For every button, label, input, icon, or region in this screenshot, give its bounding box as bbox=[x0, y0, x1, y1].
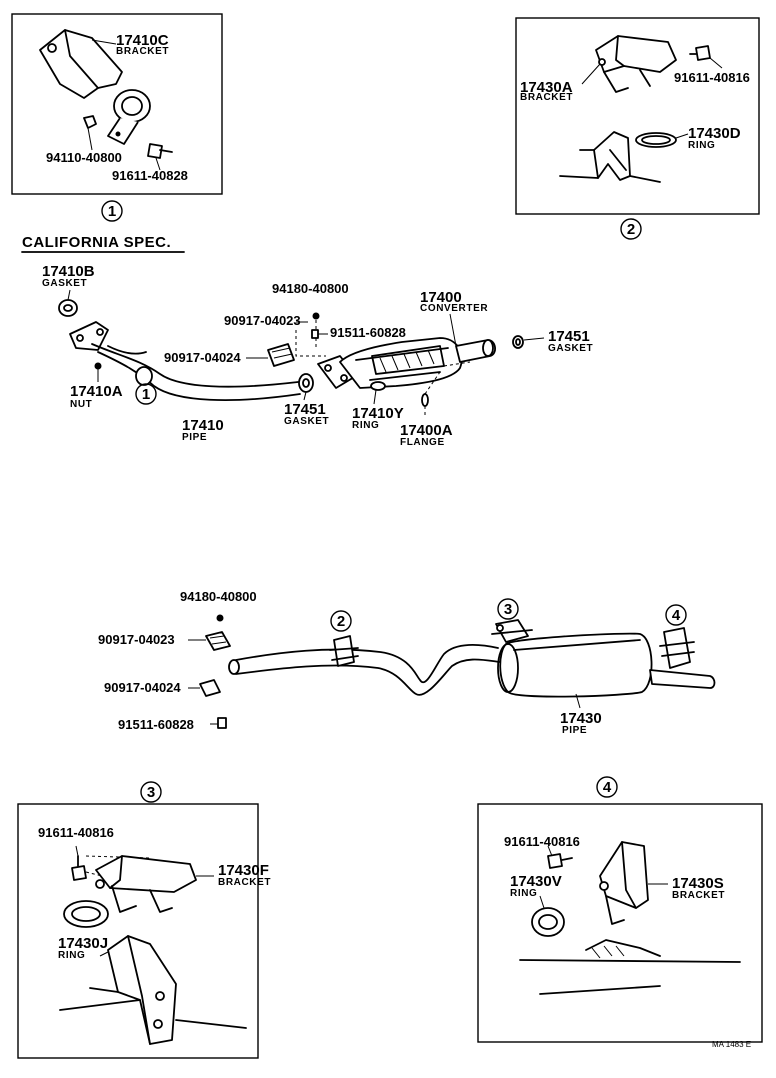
label-17430D-name: RING bbox=[688, 140, 715, 151]
label-17430S-number: 17430S bbox=[672, 875, 724, 892]
callout-4-main: 4 bbox=[665, 604, 687, 626]
label-17430D-number: 17430D bbox=[688, 125, 741, 142]
label-17430-name: PIPE bbox=[562, 725, 587, 736]
label-17400-name: CONVERTER bbox=[420, 303, 488, 314]
callout-4-box-text: 4 bbox=[603, 779, 612, 796]
label-17410A-number: 17410A bbox=[70, 383, 123, 400]
callout-3-main-text: 3 bbox=[504, 601, 512, 618]
label-17430J-number: 17430J bbox=[58, 935, 108, 952]
callout-4-main-text: 4 bbox=[672, 607, 681, 624]
front-pipe-assembly bbox=[58, 289, 545, 418]
detail-box-4 bbox=[477, 803, 763, 1043]
detail-box-3 bbox=[17, 803, 259, 1059]
callout-2-box-text: 2 bbox=[627, 221, 635, 238]
label-17400A-number: 17400A bbox=[400, 422, 453, 439]
label-17410-number: 17410 bbox=[182, 417, 224, 434]
label-91511-60828-bottom: 91511-60828 bbox=[118, 717, 194, 732]
label-94110-40800: 94110-40800 bbox=[46, 150, 122, 165]
label-91611-40828: 91611-40828 bbox=[112, 168, 188, 183]
california-spec-heading: CALIFORNIA SPEC. bbox=[21, 234, 185, 253]
label-17451-mid-name: GASKET bbox=[284, 416, 329, 427]
label-17410-name: PIPE bbox=[182, 432, 207, 443]
callout-3-box-text: 3 bbox=[147, 784, 155, 801]
label-17451-mid-number: 17451 bbox=[284, 401, 326, 418]
label-91611-40816-box2: 91611-40816 bbox=[674, 70, 750, 85]
callout-3-box: 3 bbox=[140, 781, 162, 803]
label-94180-40800-bottom: 94180-40800 bbox=[180, 589, 257, 604]
label-17451-right-name: GASKET bbox=[548, 343, 593, 354]
label-91611-40816-box4: 91611-40816 bbox=[504, 834, 580, 849]
label-90917-04024-bottom: 90917-04024 bbox=[104, 680, 181, 695]
label-17451-right-number: 17451 bbox=[548, 328, 590, 345]
footer-code: MA 1483 E bbox=[712, 1040, 751, 1049]
label-94180-40800-top: 94180-40800 bbox=[272, 281, 349, 296]
callout-1-box: 1 bbox=[101, 200, 123, 222]
callout-1-main: 1 bbox=[135, 383, 157, 405]
callout-2-main: 2 bbox=[330, 610, 352, 632]
detail-box-1 bbox=[11, 13, 223, 195]
label-17430J-name: RING bbox=[58, 950, 85, 961]
callout-2-box: 2 bbox=[620, 218, 642, 240]
label-17430A-number: 17430A bbox=[520, 79, 573, 96]
label-17430F-number: 17430F bbox=[218, 862, 269, 879]
label-90917-04023-top: 90917-04023 bbox=[224, 313, 301, 328]
label-90917-04024-top: 90917-04024 bbox=[164, 350, 241, 365]
label-17430F-name: BRACKET bbox=[218, 877, 271, 888]
label-17430V-number: 17430V bbox=[510, 873, 562, 890]
label-17400A-name: FLANGE bbox=[400, 437, 445, 448]
label-17430S-name: BRACKET bbox=[672, 890, 725, 901]
label-17400-number: 17400 bbox=[420, 289, 462, 306]
label-91511-60828-top: 91511-60828 bbox=[330, 325, 406, 340]
label-91611-40816-box3: 91611-40816 bbox=[38, 825, 114, 840]
callout-1-box-text: 1 bbox=[108, 203, 116, 220]
tailpipe-muffler-assembly bbox=[188, 614, 716, 729]
label-17410B-number: 17410B bbox=[42, 263, 95, 280]
callout-1-main-text: 1 bbox=[142, 386, 150, 403]
label-17410A-name: NUT bbox=[70, 399, 92, 410]
label-17410C-name: BRACKET bbox=[116, 46, 169, 57]
callout-4-box: 4 bbox=[596, 776, 618, 798]
callout-2-main-text: 2 bbox=[337, 613, 345, 630]
label-17430-number: 17430 bbox=[560, 710, 602, 727]
detail-box-2 bbox=[515, 17, 760, 215]
label-17410B-name: GASKET bbox=[42, 278, 87, 289]
callout-3-main: 3 bbox=[497, 598, 519, 620]
label-17410Y-number: 17410Y bbox=[352, 405, 404, 422]
label-17410Y-name: RING bbox=[352, 420, 379, 431]
label-17430V-name: RING bbox=[510, 888, 537, 899]
heading-text: CALIFORNIA SPEC. bbox=[22, 234, 171, 251]
label-17410C-number: 17410C bbox=[116, 32, 169, 49]
label-17430A-name: BRACKET bbox=[520, 92, 573, 103]
label-90917-04023-bottom: 90917-04023 bbox=[98, 632, 175, 647]
